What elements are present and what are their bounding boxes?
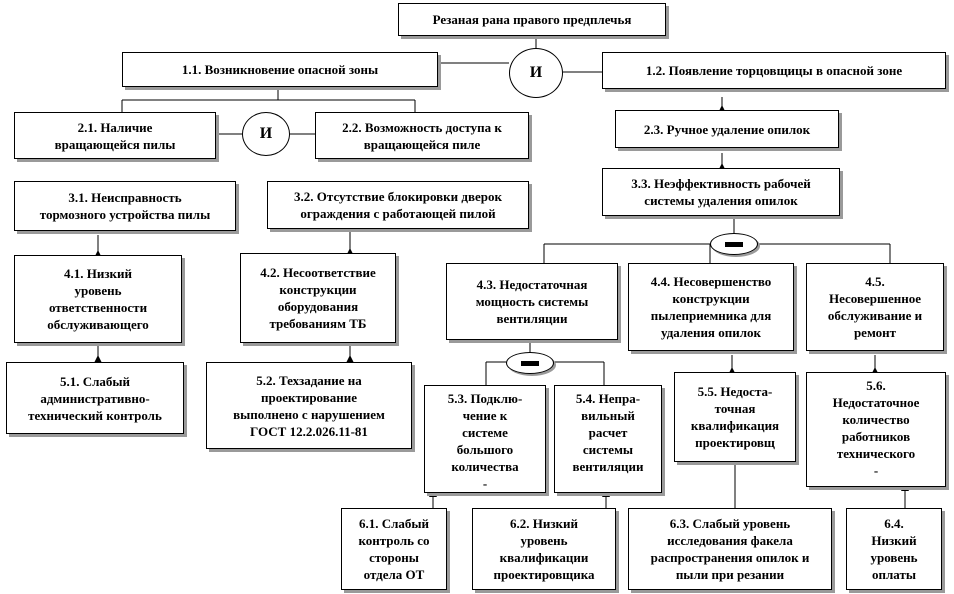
node-5-4: 5.4. Непра- вильный расчет системы венти… (554, 385, 662, 493)
node-5-2: 5.2. Техзадание на проектирование выполн… (206, 362, 412, 449)
node-5-6: 5.6. Недостаточное количество работников… (806, 372, 946, 487)
and-gate-level2: И (242, 112, 290, 156)
node-2-2: 2.2. Возможность доступа к вращающейся п… (315, 112, 529, 159)
node-4-5: 4.5. Несовершенное обслуживание и ремонт (806, 263, 944, 351)
node-4-1: 4.1. Низкий уровень ответственности обсл… (14, 255, 182, 343)
node-5-5: 5.5. Недоста- точная квалификация проект… (674, 372, 796, 462)
and-gate-level1: И (509, 48, 563, 98)
node-5-1: 5.1. Слабый административно- технический… (6, 362, 184, 434)
minus-bar-icon (725, 241, 743, 247)
node-3-3: 3.3. Неэффективность рабочей системы уда… (602, 168, 840, 216)
node-3-2: 3.2. Отсутствие блокировки дверок огражд… (267, 181, 529, 229)
node-3-1: 3.1. Неисправность тормозного устройства… (14, 181, 236, 231)
node-4-4: 4.4. Несовершенство конструкции пылеприе… (628, 263, 794, 351)
node-4-3: 4.3. Недостаточная мощность системы вент… (446, 263, 618, 340)
minus-gate-level4 (506, 352, 554, 374)
minus-gate-level3 (710, 233, 758, 255)
node-2-3: 2.3. Ручное удаление опилок (615, 110, 839, 148)
node-6-4: 6.4. Низкий уровень оплаты (846, 508, 942, 590)
minus-bar-icon (521, 360, 539, 366)
node-1-2: 1.2. Появление торцовщицы в опасной зоне (602, 52, 946, 89)
node-6-1: 6.1. Слабый контроль со стороны отдела О… (341, 508, 447, 590)
node-6-3: 6.3. Слабый уровень исследования факела … (628, 508, 832, 590)
node-5-3: 5.3. Подклю- чение к системе большого ко… (424, 385, 546, 493)
top-event-box: Резаная рана правого предплечья (398, 3, 666, 36)
node-4-2: 4.2. Несоответствие конструкции оборудов… (240, 253, 396, 343)
node-1-1: 1.1. Возникновение опасной зоны (122, 52, 438, 87)
node-2-1: 2.1. Наличие вращающейся пилы (14, 112, 216, 159)
node-6-2: 6.2. Низкий уровень квалификации проекти… (472, 508, 616, 590)
